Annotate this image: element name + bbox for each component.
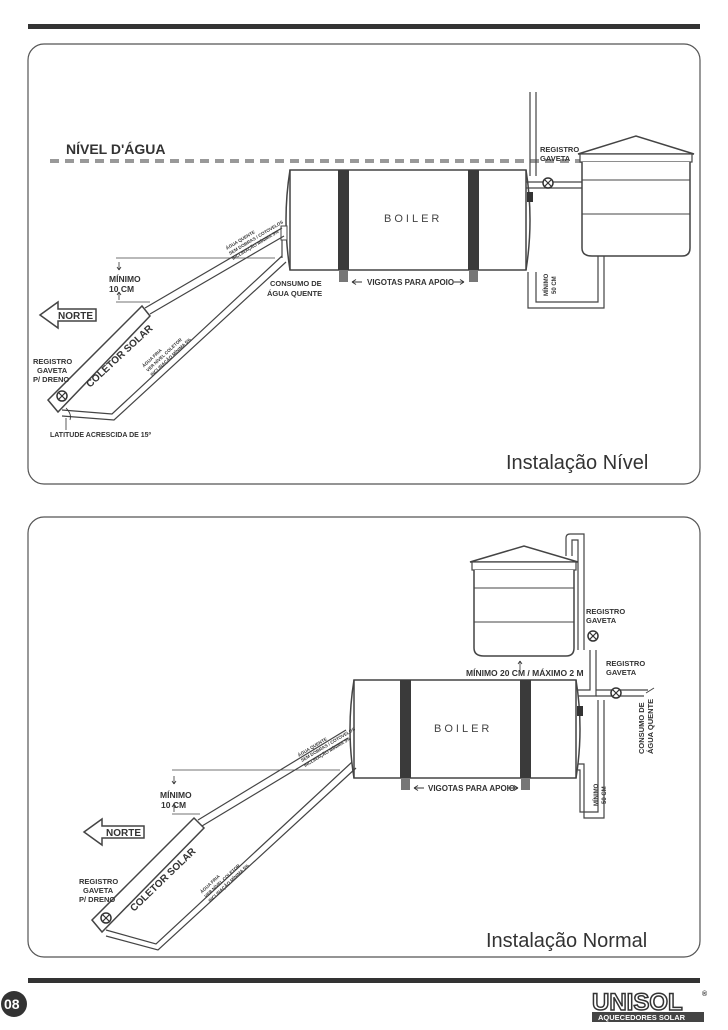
diagram-1-title: Instalação Nível (506, 452, 648, 474)
min10-1-arrow-down (116, 262, 122, 271)
registro-dreno-2-label: REGISTRO GAVETA P/ DRENO (79, 877, 120, 904)
svg-text:ÁGUA FRIA VER NÍVEL COLE: ÁGUA FRIA VER NÍVEL COLETOR INCLINAÇÃO M… (198, 853, 249, 903)
vent-pipe-1 (529, 92, 537, 176)
vigotas-2-label: VIGOTAS PARA APOIO (428, 784, 515, 793)
boiler-1-label: BOILER (384, 213, 442, 225)
water-level-label: NÍVEL D'ÁGUA (66, 141, 166, 157)
water-tank-1 (577, 135, 695, 257)
collector-2 (90, 816, 206, 934)
boiler-1 (280, 169, 533, 282)
valve-1-icon (542, 177, 554, 189)
latitude-arc (65, 407, 71, 421)
consumo-2-label: CONSUMO DE ÁGUA QUENTE (637, 699, 655, 754)
frame-diagram-2 (27, 516, 701, 958)
valve-2a-icon (587, 630, 599, 642)
svg-text:CONSUMO DE ÁGUA QUENTE: CONSUMO DE ÁGUA QUENTE (637, 699, 655, 754)
collector-1 (46, 304, 151, 414)
boiler-2 (349, 679, 583, 790)
north-1-label: NORTE (58, 311, 93, 322)
return-pipe-2 (578, 700, 605, 819)
cold-pipe-1 (61, 255, 283, 415)
consumo-1-label: CONSUMO DE ÁGUA QUENTE (267, 279, 324, 298)
min20-label: MÍNIMO 20 CM / MÁXIMO 2 M (466, 668, 584, 678)
north-2-label: NORTE (106, 828, 141, 839)
north-arrow-2 (82, 817, 145, 847)
brand-tagline: AQUECEDORES SOLAR (598, 1013, 686, 1022)
consumo-arrow-2 (645, 687, 655, 694)
vigotas-1-arrow-right (454, 279, 465, 285)
vigotas-1-arrow-left (351, 279, 362, 285)
min10-1-label: MÍNIMO 10 CM (109, 274, 143, 294)
unisol-logo: UNISOL ® AQUECEDORES SOLAR (591, 988, 708, 1022)
min10-2-arrow-up (171, 803, 177, 812)
min10-1-arrow-up (116, 291, 122, 300)
hot-pipe-1b (149, 235, 285, 315)
brand-registered-mark: ® (702, 990, 708, 998)
hot-pipe-1 (144, 227, 283, 309)
top-bar (28, 24, 700, 29)
registro-dreno-1-label: REGISTRO GAVETA P/ DRENO (33, 357, 74, 384)
svg-text:MÍNIMO 50 CM: MÍNIMO 50 CM (592, 782, 608, 806)
diagram-2-title: Instalação Normal (486, 930, 647, 952)
registro-gaveta-1-label: REGISTRO GAVETA (540, 145, 581, 163)
north-arrow-1 (38, 300, 97, 330)
min10-2-label: MÍNIMO 10 CM (160, 790, 194, 810)
vigotas-2-arrow-left (413, 785, 424, 791)
brand-name: UNISOL (592, 989, 683, 1016)
hot-pipe-2 (197, 729, 347, 821)
svg-text:MÍNIMO 50 CM: MÍNIMO 50 CM (542, 272, 558, 296)
boiler-2-label: BOILER (434, 723, 492, 735)
cold-pipe-1b (61, 261, 287, 421)
min20-arrow (517, 660, 523, 670)
registro-gaveta-2a-label: REGISTRO GAVETA (586, 607, 627, 625)
water-tank-2 (469, 545, 579, 657)
page-number-badge (1, 991, 27, 1017)
bottom-bar (28, 978, 700, 983)
cold-pipe-2 (105, 761, 353, 945)
page-number: 08 (4, 996, 20, 1012)
feed-pipe-1 (526, 181, 582, 189)
registro-gaveta-2b-label: REGISTRO GAVETA (606, 659, 647, 677)
valve-2b-icon (610, 687, 622, 699)
vigotas-1-label: VIGOTAS PARA APOIO (367, 278, 454, 287)
min50-2-label: MÍNIMO 50 CM (592, 782, 608, 806)
svg-text:ÁGUA QUENTE SEM DOBRAS /: ÁGUA QUENTE SEM DOBRAS / COTOVELOS INCLI… (224, 213, 288, 261)
vent-pipe-2 (565, 533, 585, 650)
cold-pipe-2b (105, 767, 357, 951)
return-pipe-1 (527, 256, 605, 309)
frame-diagram-1 (27, 43, 701, 485)
consumo-pipe-2 (596, 689, 648, 697)
agua-quente-pipe-1-label: ÁGUA QUENTE SEM DOBRAS / COTOVELOS INCLI… (224, 213, 288, 261)
latitude-label: LATITUDE ACRESCIDA DE 15º (50, 432, 152, 439)
hot-pipe-2b (201, 737, 349, 827)
min50-1-label: MÍNIMO 50 CM (542, 272, 558, 296)
agua-fria-pipe-2-label: ÁGUA FRIA VER NÍVEL COLETOR INCLINAÇÃO M… (198, 853, 249, 903)
vigotas-2-arrow-right (508, 785, 519, 791)
min10-2-arrow-down (171, 776, 177, 785)
